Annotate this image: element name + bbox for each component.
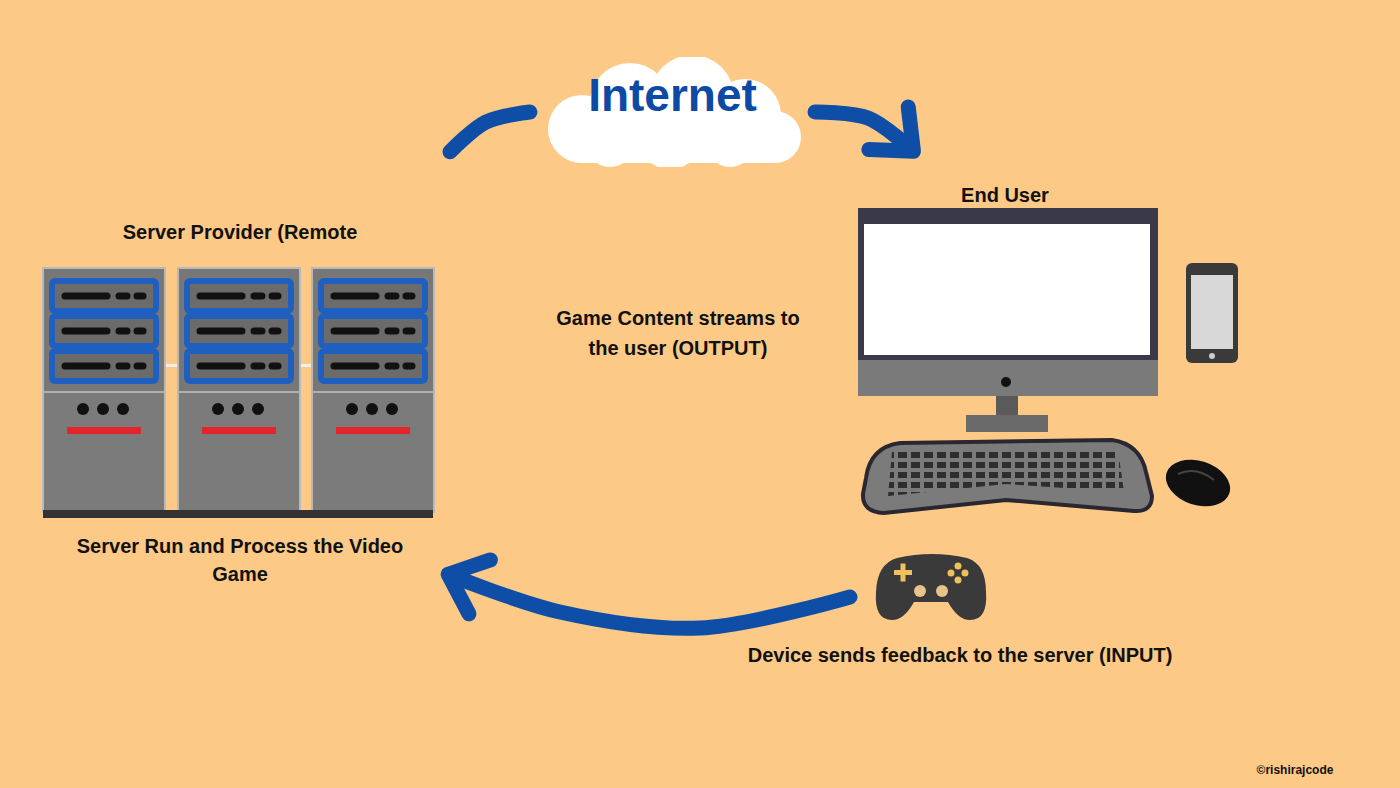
- mouse: [1160, 452, 1236, 514]
- node-heading: Internet: [530, 67, 815, 123]
- monitor-screen: [864, 224, 1150, 355]
- rack-base: [43, 510, 433, 518]
- phone: [1186, 263, 1238, 363]
- monitor-base: [966, 415, 1048, 432]
- game-controller: [876, 554, 986, 620]
- node-heading: End User: [850, 183, 1160, 207]
- watermark: ©rishirajcode: [1230, 762, 1360, 778]
- keyboard-keys: [888, 450, 1124, 496]
- rack-link: [165, 364, 178, 367]
- flow-arrow: [450, 575, 850, 628]
- flow-arrow: [815, 112, 912, 150]
- mouse-button: [1178, 471, 1214, 480]
- server-rack: [178, 268, 300, 512]
- controller-dpad: [901, 564, 906, 582]
- flow-arrow: [450, 112, 530, 152]
- end-user-device: End User: [850, 150, 1250, 620]
- controller-stick: [936, 585, 948, 597]
- controller-button: [962, 570, 969, 577]
- stream-note: Game Content streams to the user (OUTPUT…: [548, 303, 808, 363]
- monitor-stand: [996, 396, 1018, 418]
- controller-button: [955, 577, 962, 584]
- controller-button: [955, 563, 962, 570]
- arrow-label: Device sends feedback to the server (INP…: [740, 640, 1180, 670]
- server-rack: [43, 268, 165, 512]
- cloud-base: [570, 127, 790, 163]
- internet-cloud: Internet: [530, 57, 815, 167]
- keyboard: [863, 440, 1152, 513]
- controller-stick: [914, 585, 926, 597]
- monitor-chin: [858, 360, 1158, 396]
- phone-screen: [1191, 275, 1233, 349]
- server-provider: Server Provider (RemoteServer Run and Pr…: [30, 145, 450, 600]
- phone-button: [1209, 353, 1215, 359]
- server-rack: [312, 268, 434, 512]
- node-heading: Server Provider (Remote: [30, 220, 450, 244]
- monitor-frame: [858, 208, 1158, 360]
- node-caption: Server Run and Process the Video Game: [50, 532, 430, 588]
- monitor-logo: [1001, 377, 1011, 387]
- rack-link: [300, 364, 312, 367]
- controller-button: [948, 570, 955, 577]
